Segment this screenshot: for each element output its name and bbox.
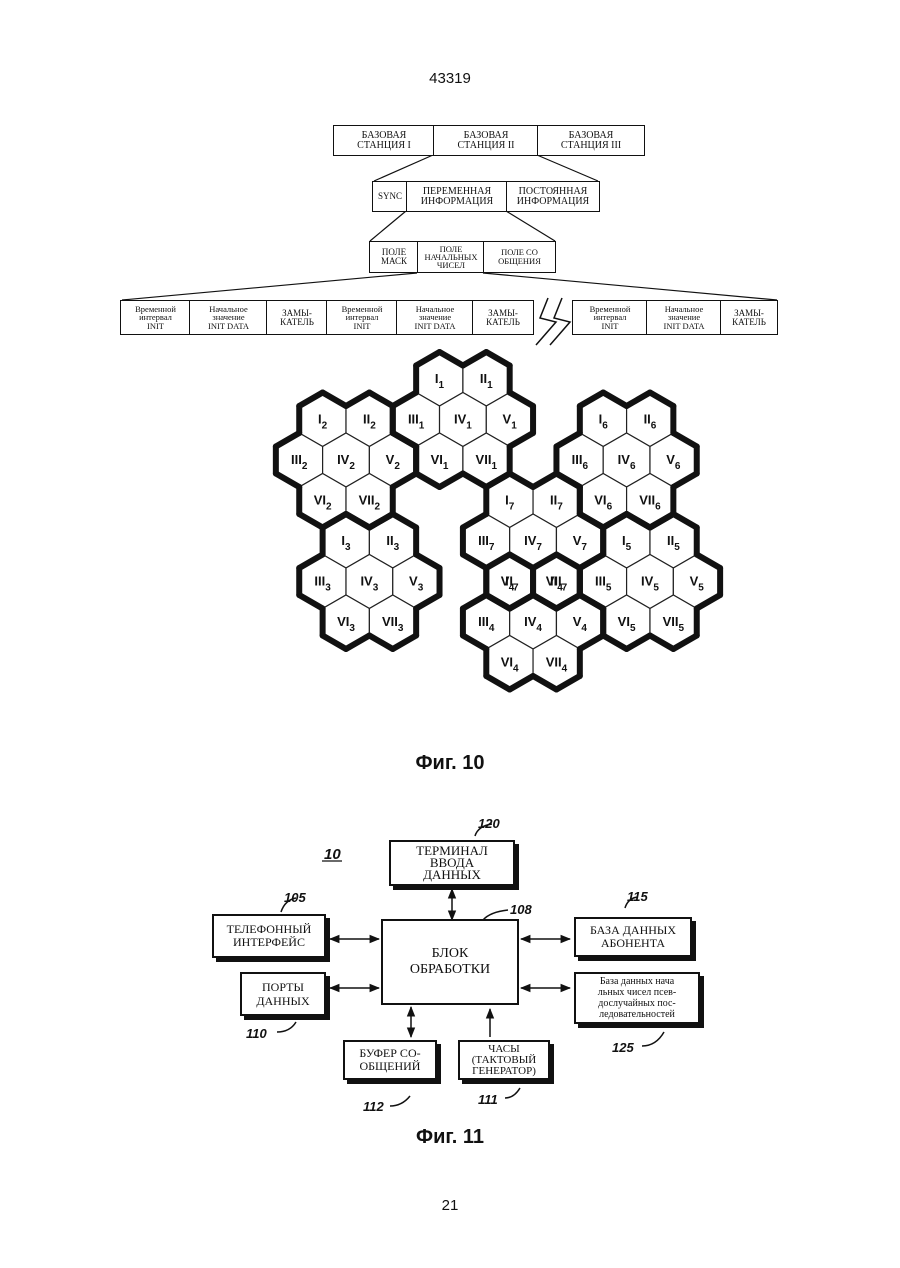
- processing-unit-block: БЛОК ОБРАБОТКИ: [381, 919, 519, 1005]
- clock-generator-block: ЧАСЫ (ТАКТОВЫЙ ГЕНЕРАТОР): [458, 1040, 550, 1080]
- processor-ref: 108: [510, 902, 532, 917]
- ports-ref: 110: [246, 1026, 267, 1041]
- seed-db-ref: 125: [612, 1040, 634, 1055]
- fig11-caption: Фиг. 11: [0, 1126, 900, 1149]
- subscriber-database-block: БАЗА ДАННЫХ АБОНЕНТА: [574, 917, 692, 957]
- telephone-interface-block: ТЕЛЕФОННЫЙ ИНТЕРФЕЙС: [212, 914, 326, 958]
- page-number-bottom: 21: [0, 1197, 900, 1214]
- clock-ref: 111: [478, 1092, 498, 1107]
- system-ref-number: 10: [324, 846, 341, 863]
- phone-ref: 105: [284, 890, 306, 905]
- buffer-ref: 112: [363, 1099, 384, 1114]
- terminal-ref: 120: [478, 816, 500, 831]
- seed-database-block: База данных нача льных чисел псев- дослу…: [574, 972, 700, 1024]
- data-ports-block: ПОРТЫ ДАННЫХ: [240, 972, 326, 1016]
- message-buffer-block: БУФЕР СО- ОБЩЕНИЙ: [343, 1040, 437, 1080]
- data-entry-terminal-block: ТЕРМИНАЛ ВВОДА ДАННЫХ: [389, 840, 515, 886]
- subscriber-db-ref: 115: [627, 889, 648, 904]
